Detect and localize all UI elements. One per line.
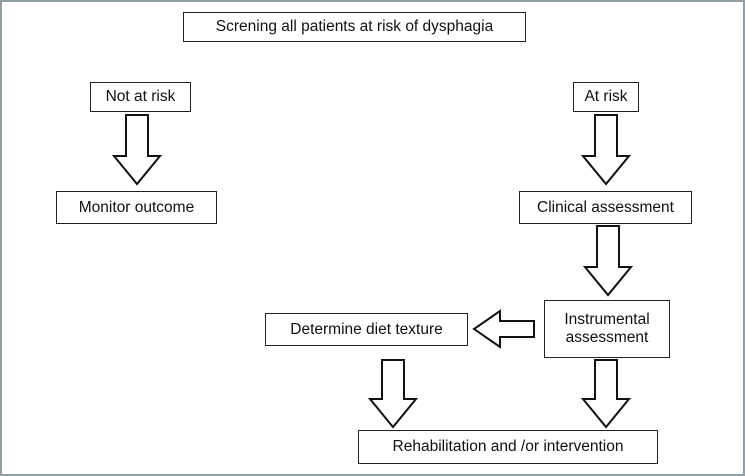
- rehabilitation-box: Rehabilitation and /or intervention: [358, 430, 658, 464]
- clinical-assessment-box: Clinical assessment: [519, 191, 692, 224]
- arrow-clinical-to-instrumental: [582, 225, 634, 297]
- arrow-diet-texture-to-rehabilitation: [367, 359, 419, 429]
- instrumental-assessment-label-line1: Instrumental: [564, 311, 650, 329]
- monitor-outcome-label: Monitor outcome: [78, 198, 195, 216]
- determine-diet-texture-box: Determine diet texture: [265, 313, 468, 346]
- screening-box: Screning all patients at risk of dysphag…: [183, 12, 526, 42]
- rehabilitation-label: Rehabilitation and /or intervention: [392, 438, 624, 456]
- monitor-outcome-box: Monitor outcome: [56, 191, 217, 224]
- arrow-instrumental-to-rehabilitation: [580, 359, 632, 429]
- not-at-risk-box: Not at risk: [90, 82, 191, 112]
- determine-diet-texture-label: Determine diet texture: [290, 320, 443, 338]
- arrow-at-risk-to-clinical: [580, 114, 632, 186]
- arrow-not-at-risk-to-monitor: [111, 114, 163, 186]
- at-risk-box: At risk: [573, 82, 639, 112]
- instrumental-assessment-box: Instrumental assessment: [544, 300, 670, 358]
- at-risk-label: At risk: [584, 88, 628, 106]
- clinical-assessment-label: Clinical assessment: [537, 198, 674, 216]
- arrow-instrumental-to-diet-texture: [472, 309, 535, 349]
- screening-label: Screning all patients at risk of dysphag…: [215, 18, 494, 36]
- instrumental-assessment-label-line2: assessment: [565, 329, 649, 346]
- not-at-risk-label: Not at risk: [105, 88, 176, 106]
